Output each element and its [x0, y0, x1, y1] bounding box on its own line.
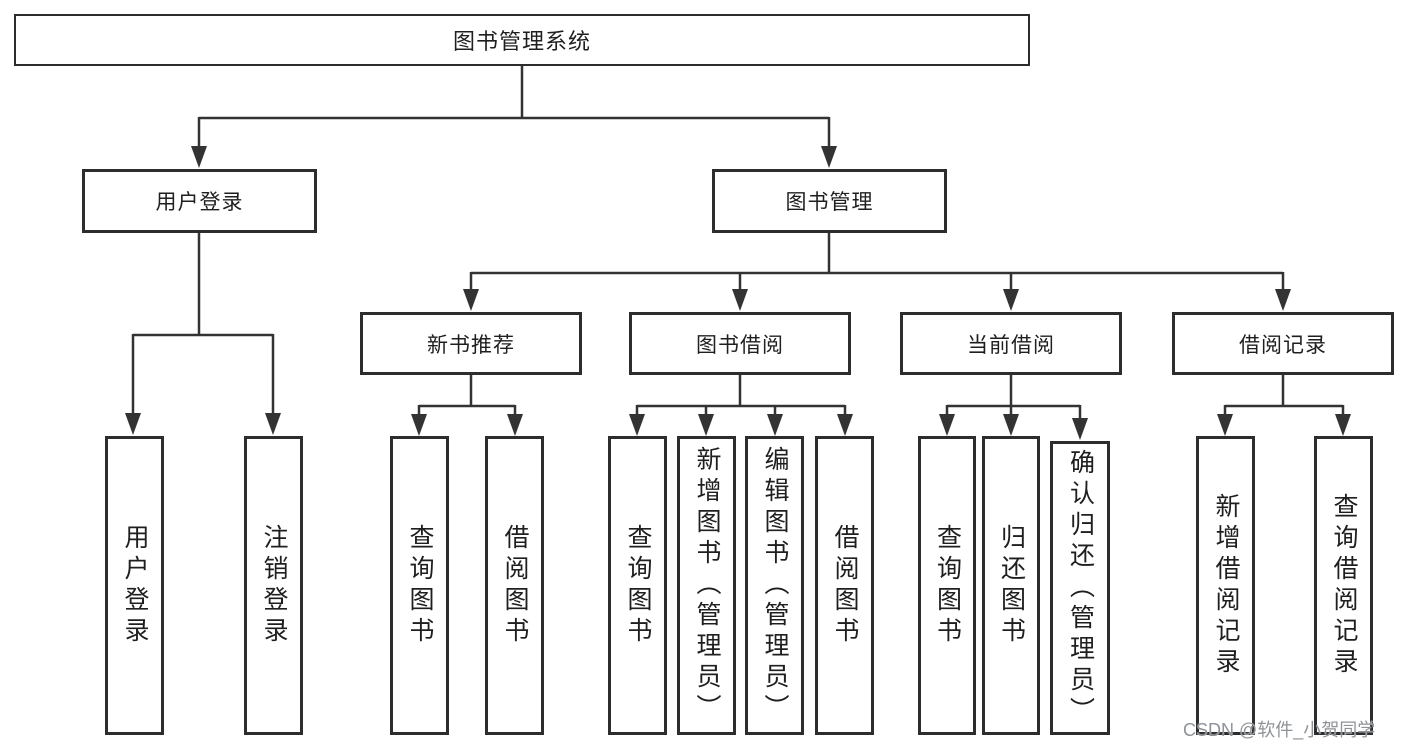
node-leaf-query-book-3: 查询图书	[918, 436, 976, 735]
node-borrow-record: 借阅记录	[1172, 312, 1394, 375]
node-leaf-add-book-admin-label: 新增图书（管理员）	[693, 446, 721, 725]
node-leaf-confirm-return-admin-label: 确认归还（管理员）	[1066, 448, 1095, 728]
connector-new-book-children	[411, 375, 523, 436]
node-new-book-recommend-label: 新书推荐	[427, 333, 515, 357]
node-leaf-logout: 注销登录	[244, 436, 303, 735]
node-leaf-user-login-label: 用户登录	[121, 523, 149, 648]
node-book-borrow: 图书借阅	[629, 312, 851, 375]
node-book-mgmt: 图书管理	[712, 169, 947, 233]
node-book-mgmt-label: 图书管理	[785, 191, 874, 214]
node-leaf-logout-label: 注销登录	[260, 523, 288, 648]
node-leaf-return-book: 归还图书	[982, 436, 1040, 735]
node-leaf-add-borrow-record-label: 新增借阅记录	[1212, 492, 1240, 679]
node-book-borrow-label: 图书借阅	[696, 333, 784, 357]
node-leaf-query-book-3-label: 查询图书	[933, 523, 962, 648]
node-leaf-edit-book-admin: 编辑图书（管理员）	[745, 436, 804, 735]
node-leaf-borrow-book-1-label: 借阅图书	[501, 523, 529, 648]
node-leaf-edit-book-admin-label: 编辑图书（管理员）	[761, 446, 789, 725]
node-leaf-query-borrow-record: 查询借阅记录	[1314, 436, 1373, 735]
connector-book-borrow-children	[629, 375, 853, 436]
connector-root-to-level2	[191, 66, 837, 168]
node-leaf-query-borrow-record-label: 查询借阅记录	[1330, 492, 1358, 679]
node-borrow-record-label: 借阅记录	[1239, 333, 1327, 357]
connector-user-login-children	[125, 233, 281, 435]
connector-current-borrow-children	[939, 375, 1088, 440]
node-leaf-borrow-book-2: 借阅图书	[815, 436, 874, 735]
csdn-watermark: CSDN @软件_小贺同学	[1183, 720, 1376, 740]
node-leaf-borrow-book-2-label: 借阅图书	[831, 523, 859, 648]
node-leaf-query-book-1: 查询图书	[390, 436, 449, 735]
node-current-borrow: 当前借阅	[900, 312, 1122, 375]
node-leaf-query-book-2: 查询图书	[608, 436, 667, 735]
connector-book-mgmt-children	[463, 233, 1291, 311]
node-user-login: 用户登录	[82, 169, 317, 233]
node-leaf-user-login: 用户登录	[105, 436, 164, 735]
node-leaf-add-book-admin: 新增图书（管理员）	[677, 436, 736, 735]
node-leaf-query-book-1-label: 查询图书	[406, 523, 434, 648]
node-leaf-borrow-book-1: 借阅图书	[485, 436, 544, 735]
node-leaf-confirm-return-admin: 确认归还（管理员）	[1050, 441, 1110, 735]
node-current-borrow-label: 当前借阅	[967, 333, 1055, 357]
node-new-book-recommend: 新书推荐	[360, 312, 582, 375]
node-user-login-label: 用户登录	[155, 191, 244, 214]
node-leaf-add-borrow-record: 新增借阅记录	[1196, 436, 1255, 735]
connector-borrow-record-children	[1217, 375, 1351, 436]
node-leaf-query-book-2-label: 查询图书	[624, 523, 652, 648]
node-library-system: 图书管理系统	[14, 14, 1030, 66]
node-library-system-label: 图书管理系统	[452, 29, 591, 54]
node-leaf-return-book-label: 归还图书	[997, 523, 1026, 648]
